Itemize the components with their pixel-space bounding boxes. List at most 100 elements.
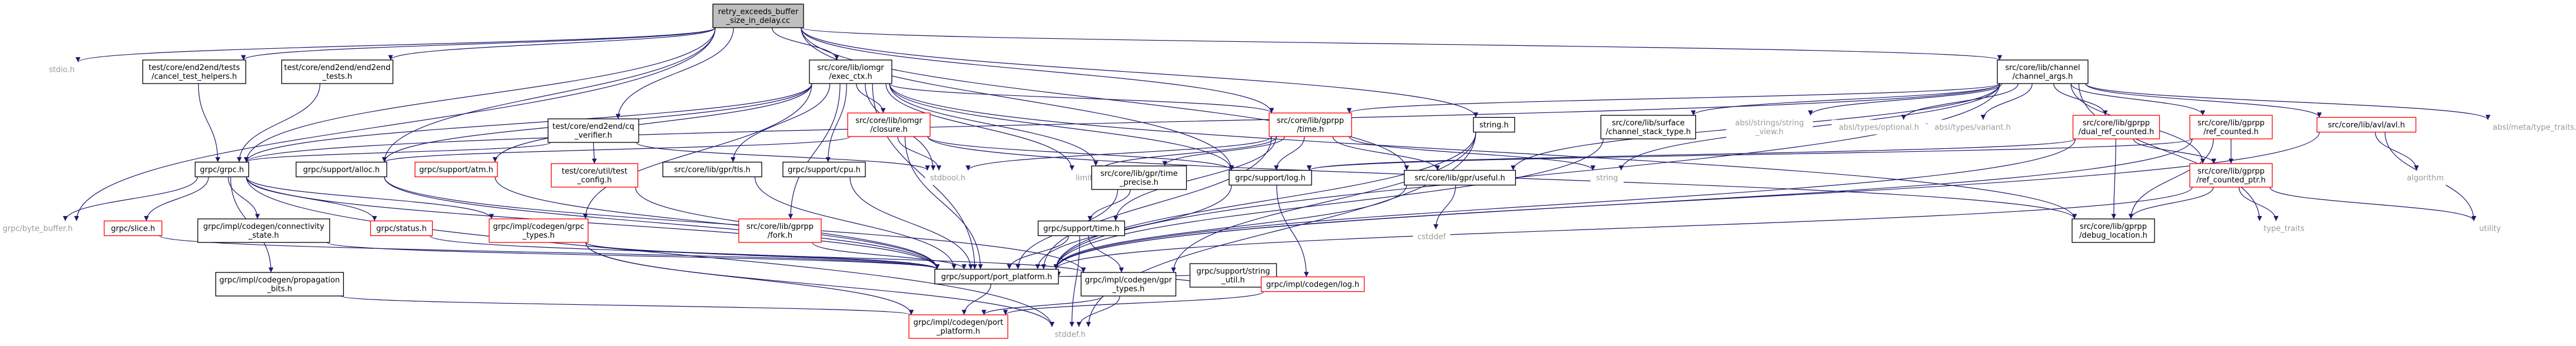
node-label: src/core/lib/gprpp xyxy=(2083,119,2150,128)
dependency-edge xyxy=(1053,138,2076,270)
graph-node[interactable]: absl/types/optional.h xyxy=(1831,119,1927,135)
graph-node[interactable]: grpc/support/atm.h xyxy=(414,161,498,178)
node-label: grpc/support/atm.h xyxy=(419,166,493,175)
dependency-edge xyxy=(228,177,260,219)
node-box xyxy=(1091,165,1187,190)
node-box xyxy=(809,59,892,84)
graph-node[interactable]: type_traits xyxy=(2257,221,2311,236)
node-label: /channel_stack_type.h xyxy=(1606,128,1691,137)
dependency-edge xyxy=(889,83,1098,167)
dependency-edge xyxy=(1041,136,1272,270)
node-label: src/core/lib/gprpp xyxy=(2197,167,2265,176)
graph-node[interactable]: grpc/support/time.h xyxy=(1037,220,1126,237)
dependency-edge xyxy=(1332,136,1440,171)
node-label: utility xyxy=(2479,225,2501,234)
graph-node[interactable]: src/core/lib/iomgr/exec_ctx.h xyxy=(809,59,892,84)
dependency-edge xyxy=(1433,185,1456,229)
graph-node[interactable]: retry_exceeds_buffer_size_in_delay.cc xyxy=(712,4,804,28)
node-box xyxy=(712,4,804,28)
graph-node[interactable]: src/core/lib/gpr/useful.h xyxy=(1403,169,1516,186)
graph-node[interactable]: grpc/byte_buffer.h xyxy=(0,221,79,236)
node-box xyxy=(104,220,162,237)
node-label: _view.h xyxy=(1755,128,1784,137)
graph-node[interactable]: src/core/lib/gpr/time_precise.h xyxy=(1091,165,1187,190)
node-label: grpc/support/log.h xyxy=(1235,174,1306,183)
graph-node[interactable]: string.h xyxy=(1473,117,1515,133)
graph-node[interactable]: test/core/end2end/tests/cancel_test_help… xyxy=(142,59,247,84)
graph-node[interactable]: grpc/grpc.h xyxy=(194,161,250,178)
node-label: stdio.h xyxy=(49,66,75,75)
node-label: _types.h xyxy=(522,231,555,240)
node-box xyxy=(281,59,394,84)
graph-node[interactable]: stddef.h xyxy=(1050,327,1091,342)
dependency-edge xyxy=(856,83,886,114)
graph-node[interactable]: grpc/support/port_platform.h xyxy=(934,268,1059,285)
node-label: _bits.h xyxy=(267,285,293,294)
graph-node[interactable]: string xyxy=(1591,170,1624,185)
graph-node[interactable]: absl/strings/string_view.h xyxy=(1726,115,1813,139)
dependency-edge xyxy=(812,242,967,270)
graph-node[interactable]: test/core/end2end/end2end_tests.h xyxy=(281,59,394,84)
node-label: grpc/impl/codegen/log.h xyxy=(1266,281,1359,290)
node-label: grpc/status.h xyxy=(376,225,427,234)
graph-node[interactable]: src/core/lib/gpr/tls.h xyxy=(662,161,762,178)
graph-node[interactable]: src/core/lib/gprpp/fork.h xyxy=(738,218,822,243)
graph-node[interactable]: grpc/impl/codegen/gpr_types.h xyxy=(1080,272,1177,297)
graph-node[interactable]: src/core/lib/gprpp/time.h xyxy=(1269,112,1352,137)
dependency-edge xyxy=(585,242,1055,327)
node-label: grpc/support/time.h xyxy=(1043,225,1119,234)
node-label: stdbool.h xyxy=(930,174,965,183)
dependency-edge xyxy=(754,177,957,270)
dependency-edge xyxy=(382,136,851,163)
graph-node[interactable]: algorithm xyxy=(2402,170,2448,185)
dependency-edge xyxy=(615,27,734,119)
node-label: absl/types/variant.h xyxy=(1934,124,2010,132)
node-box xyxy=(2257,221,2311,236)
dependency-edge xyxy=(241,27,716,61)
graph-node[interactable]: src/core/lib/channel/channel_args.h xyxy=(1997,59,2089,84)
graph-node[interactable]: grpc/support/log.h xyxy=(1229,169,1312,186)
graph-node[interactable]: src/core/lib/gprpp/ref_counted.h xyxy=(2189,115,2273,139)
graph-node[interactable]: grpc/impl/codegen/connectivity_state.h xyxy=(197,218,330,243)
graph-node[interactable]: src/core/lib/gprpp/debug_location.h xyxy=(2072,218,2155,243)
dependency-edge xyxy=(897,136,942,171)
node-label: cstddef xyxy=(1418,233,1446,242)
graph-node[interactable]: stdbool.h xyxy=(925,170,971,185)
graph-node[interactable]: test/core/end2end/cq_verifier.h xyxy=(547,118,639,143)
dependency-edge xyxy=(1171,132,1476,273)
node-label: grpc/impl/codegen/port xyxy=(914,318,1004,327)
graph-node[interactable]: src/core/lib/gprpp/dual_ref_counted.h xyxy=(2072,115,2160,139)
dependency-edge xyxy=(2085,83,2322,118)
graph-node[interactable]: grpc/impl/codegen/port_platform.h xyxy=(908,314,1008,339)
node-label: absl/strings/string xyxy=(1735,119,1804,128)
node-label: string.h xyxy=(1479,121,1509,130)
graph-node[interactable]: cstddef xyxy=(1413,229,1450,244)
node-box xyxy=(43,62,81,77)
graph-node[interactable]: grpc/impl/codegen/log.h xyxy=(1260,276,1365,292)
graph-node[interactable]: src/core/lib/gprpp/ref_counted_ptr.h xyxy=(2189,163,2273,188)
graph-node[interactable]: grpc/slice.h xyxy=(104,220,162,237)
graph-node[interactable]: grpc/impl/codegen/grpc_types.h xyxy=(489,218,589,243)
graph-node[interactable]: src/core/lib/avl/avl.h xyxy=(2316,117,2416,133)
graph-node[interactable]: absl/meta/type_traits.h xyxy=(2485,119,2576,135)
graph-node[interactable]: src/core/lib/iomgr/closure.h xyxy=(847,112,931,137)
node-box xyxy=(1080,272,1177,297)
dependency-edge xyxy=(1035,185,1232,270)
graph-node[interactable]: grpc/support/cpu.h xyxy=(782,161,866,178)
node-box xyxy=(1726,115,1813,139)
node-label: _precise.h xyxy=(1119,178,1158,187)
graph-node[interactable]: stdio.h xyxy=(43,62,81,77)
graph-node[interactable]: grpc/impl/codegen/propagation_bits.h xyxy=(215,272,344,297)
node-label: algorithm xyxy=(2407,174,2444,183)
node-label: /exec_ctx.h xyxy=(829,72,872,81)
dependency-edge xyxy=(1274,136,1305,171)
graph-node[interactable]: utility xyxy=(2471,221,2509,236)
graph-node[interactable]: absl/types/variant.h xyxy=(1927,119,2018,135)
node-label: _state.h xyxy=(248,231,279,240)
node-box xyxy=(2072,218,2155,243)
node-label: grpc/support/string xyxy=(1197,267,1270,276)
graph-node[interactable]: test/core/util/test_config.h xyxy=(550,163,639,188)
graph-node[interactable]: grpc/status.h xyxy=(370,220,433,237)
graph-node[interactable]: grpc/support/alloc.h xyxy=(296,161,387,178)
graph-node[interactable]: src/core/lib/surface/channel_stack_type.… xyxy=(1600,115,1697,139)
